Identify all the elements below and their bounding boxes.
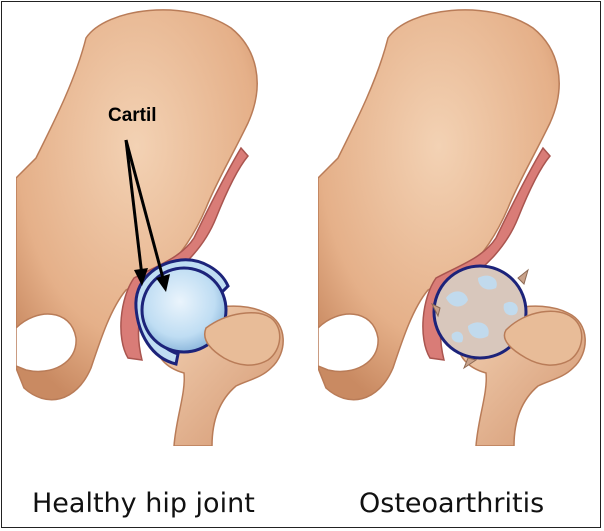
osteoarthritis-caption: Osteoarthritis <box>359 488 544 519</box>
healthy-hip-caption: Healthy hip joint <box>32 488 255 519</box>
healthy-hip-illustration <box>16 8 288 446</box>
osteoarthritis-hip-illustration <box>318 8 590 446</box>
cartilage-annotation-label: Cartil <box>108 105 157 127</box>
